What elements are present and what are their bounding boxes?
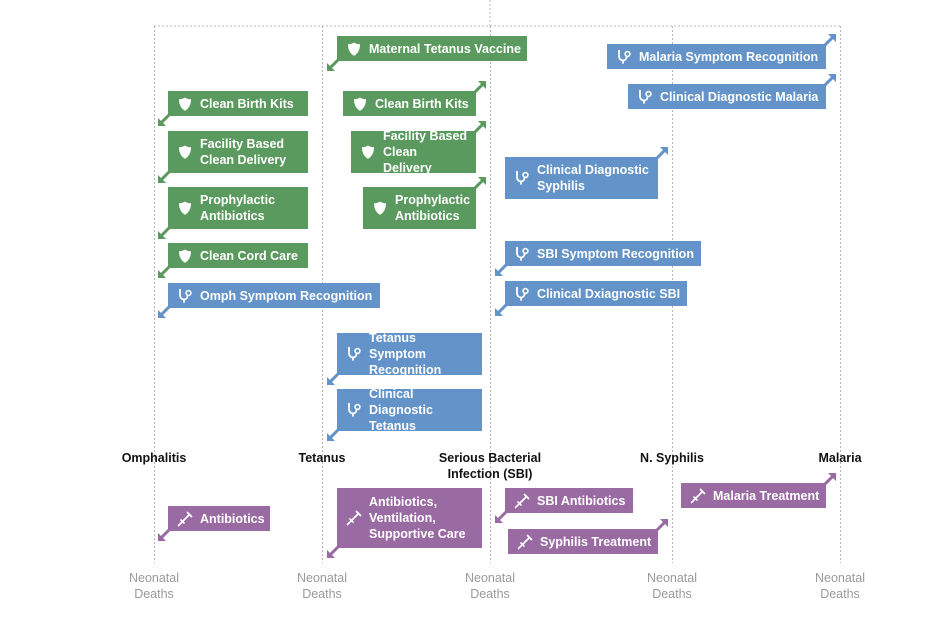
syringe-icon xyxy=(514,493,530,509)
arrow-down-left-icon xyxy=(157,265,171,279)
shield-icon xyxy=(177,200,193,216)
arrow-up-right-icon xyxy=(655,518,669,532)
outcome-label: Neonatal Deaths xyxy=(128,571,180,601)
arrow-up-right-icon xyxy=(823,33,837,47)
stethoscope-icon xyxy=(637,89,653,105)
disease-label: Tetanus xyxy=(298,451,346,465)
arrow-up-right-icon xyxy=(823,472,837,486)
intervention-label: Clean Cord Care xyxy=(200,248,298,263)
prevention-intervention-box: Clean Birth Kits xyxy=(168,91,308,116)
stethoscope-icon xyxy=(346,402,362,418)
intervention-label: Syphilis Treatment xyxy=(540,534,652,549)
arrow-down-left-icon xyxy=(157,226,171,240)
intervention-label: Clean Birth Kits xyxy=(200,96,294,111)
intervention-label: Omph Symptom Recognition xyxy=(200,288,373,303)
syringe-icon xyxy=(346,510,362,526)
disease-label: Malaria xyxy=(818,451,862,465)
outcome-label: Neonatal Deaths xyxy=(814,571,866,601)
shield-icon xyxy=(346,41,362,57)
disease-label: Serious Bacterial Infection (SBI) xyxy=(438,451,542,481)
arrow-down-left-icon xyxy=(326,372,340,386)
intervention-label: Antibiotics xyxy=(200,511,265,526)
shield-icon xyxy=(352,96,368,112)
treatment-intervention-box: SBI Antibiotics xyxy=(505,488,633,513)
shield-icon xyxy=(177,248,193,264)
intervention-label: Clinical Dxiagnostic SBI xyxy=(537,286,681,301)
diagnosis-intervention-box: Clinical Diagnostic Malaria xyxy=(628,84,826,109)
diagnosis-intervention-box: Clinical Diagnostic Tetanus xyxy=(337,387,482,433)
diagnosis-intervention-box: Omph Symptom Recognition xyxy=(168,283,380,308)
arrow-down-left-icon xyxy=(326,58,340,72)
stethoscope-icon xyxy=(346,346,362,362)
intervention-label: Clinical Diagnostic Malaria xyxy=(660,89,819,104)
arrow-down-left-icon xyxy=(157,113,171,127)
arrow-down-left-icon xyxy=(157,170,171,184)
disease-label: N. Syphilis xyxy=(640,451,704,465)
diagnosis-intervention-box: Clinical Dxiagnostic SBI xyxy=(505,281,687,306)
arrow-down-left-icon xyxy=(157,528,171,542)
arrow-down-left-icon xyxy=(326,545,340,559)
arrow-up-right-icon xyxy=(473,80,487,94)
treatment-intervention-box: Malaria Treatment xyxy=(681,483,826,508)
outcome-label: Neonatal Deaths xyxy=(296,571,348,601)
disease-label: Omphalitis xyxy=(121,451,187,465)
diagnosis-intervention-box: Clinical Diagnostic Syphilis xyxy=(505,157,658,199)
prevention-intervention-box: Clean Birth Kits xyxy=(343,91,476,116)
treatment-intervention-box: Antibiotics, Ventilation, Supportive Car… xyxy=(337,488,482,548)
prevention-intervention-box: Clean Cord Care xyxy=(168,243,308,268)
stethoscope-icon xyxy=(514,246,530,262)
treatment-intervention-box: Antibiotics xyxy=(168,506,270,531)
prevention-intervention-box: Facility Based Clean Delivery xyxy=(168,131,308,173)
intervention-label: Antibiotics, Ventilation, Supportive Car… xyxy=(369,495,466,541)
arrow-down-left-icon xyxy=(494,303,508,317)
intervention-label: Clean Birth Kits xyxy=(375,96,469,111)
prevention-intervention-box: Facility Based Clean Delivery xyxy=(351,129,476,175)
intervention-label: Clinical Diagnostic Syphilis xyxy=(537,163,649,193)
stethoscope-icon xyxy=(616,49,632,65)
intervention-label: Prophylactic Antibiotics xyxy=(200,193,276,223)
intervention-label: Facility Based Clean Delivery xyxy=(383,129,468,175)
prevention-intervention-box: Prophylactic Antibiotics xyxy=(363,187,476,229)
treatment-intervention-box: Syphilis Treatment xyxy=(508,529,658,554)
intervention-label: Clinical Diagnostic Tetanus xyxy=(369,387,433,433)
syringe-icon xyxy=(517,534,533,550)
arrow-down-left-icon xyxy=(494,263,508,277)
intervention-label: Prophylactic Antibiotics xyxy=(395,193,471,223)
arrow-up-right-icon xyxy=(473,176,487,190)
prevention-intervention-box: Maternal Tetanus Vaccine xyxy=(337,36,527,61)
shield-icon xyxy=(360,144,376,160)
intervention-label: Tetanus Symptom Recognition xyxy=(369,331,442,377)
diagnosis-intervention-box: Malaria Symptom Recognition xyxy=(607,44,826,69)
diagnosis-intervention-box: Tetanus Symptom Recognition xyxy=(337,331,482,377)
arrow-down-left-icon xyxy=(494,510,508,524)
intervention-label: Facility Based Clean Delivery xyxy=(200,137,287,167)
diagnosis-intervention-box: SBI Symptom Recognition xyxy=(505,241,701,266)
intervention-label: SBI Symptom Recognition xyxy=(537,246,694,261)
outcome-label: Neonatal Deaths xyxy=(646,571,698,601)
stethoscope-icon xyxy=(514,286,530,302)
arrow-down-left-icon xyxy=(157,305,171,319)
syringe-icon xyxy=(177,511,193,527)
intervention-label: Maternal Tetanus Vaccine xyxy=(369,41,521,56)
intervention-label: SBI Antibiotics xyxy=(537,493,626,508)
shield-icon xyxy=(177,144,193,160)
arrow-up-right-icon xyxy=(655,146,669,160)
intervention-label: Malaria Treatment xyxy=(713,488,820,503)
syringe-icon xyxy=(690,488,706,504)
shield-icon xyxy=(177,96,193,112)
shield-icon xyxy=(372,200,388,216)
arrow-up-right-icon xyxy=(473,120,487,134)
stethoscope-icon xyxy=(514,170,530,186)
arrow-up-right-icon xyxy=(823,73,837,87)
outcome-label: Neonatal Deaths xyxy=(464,571,516,601)
stethoscope-icon xyxy=(177,288,193,304)
prevention-intervention-box: Prophylactic Antibiotics xyxy=(168,187,308,229)
intervention-label: Malaria Symptom Recognition xyxy=(639,49,819,64)
arrow-down-left-icon xyxy=(326,428,340,442)
